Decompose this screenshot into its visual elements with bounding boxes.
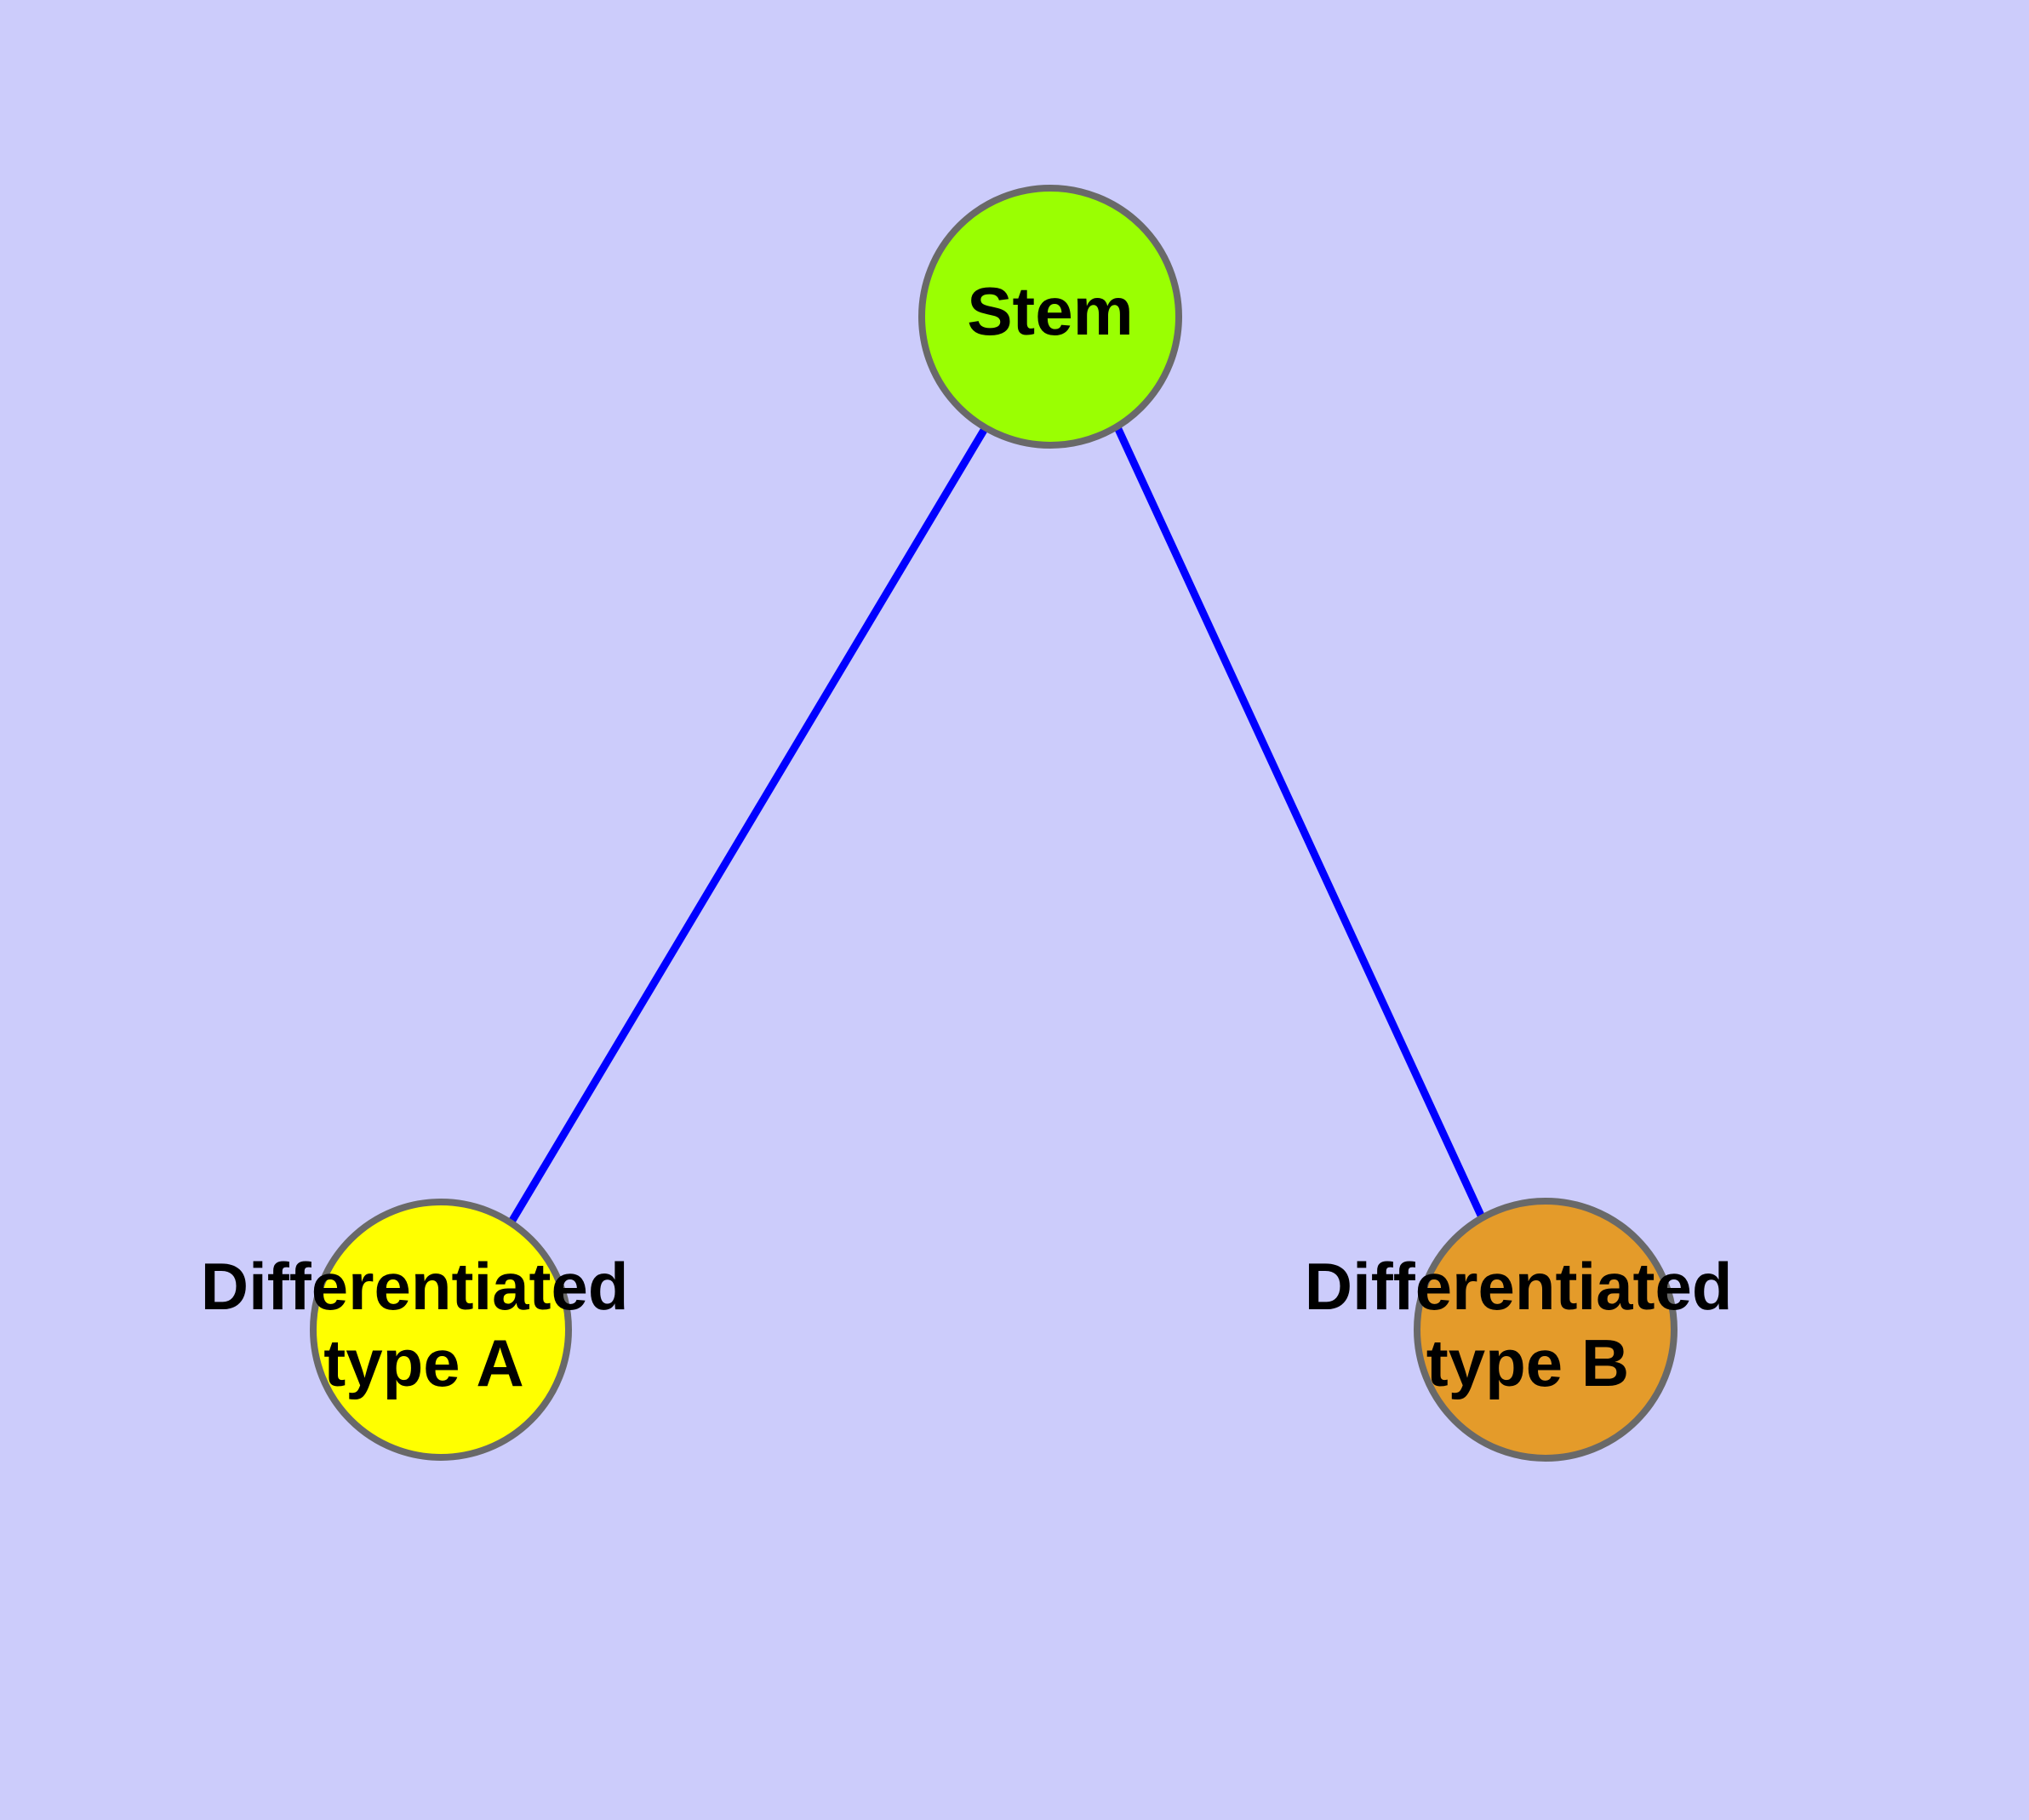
node-differentiated-type-a[interactable]: Differentiated type A bbox=[201, 1199, 647, 1461]
node-circle-differentiated-type-b[interactable] bbox=[1414, 1198, 1677, 1462]
edge-stem-to-differentiated-type-a[interactable] bbox=[507, 425, 989, 1226]
node-stem[interactable]: Stem bbox=[918, 185, 1182, 449]
edges-group bbox=[507, 425, 1487, 1226]
node-label-stem-line-1: Stem bbox=[967, 273, 1134, 349]
node-label-stem: Stem bbox=[967, 273, 1134, 349]
node-differentiated-type-b[interactable]: Differentiated type B bbox=[1305, 1198, 1751, 1462]
node-circle-stem[interactable] bbox=[918, 185, 1182, 449]
edge-stem-to-differentiated-type-b[interactable] bbox=[1113, 426, 1487, 1221]
node-label-differentiated-type-b-line-1: Differentiated bbox=[1305, 1248, 1733, 1323]
node-label-differentiated-type-a: Differentiated type A bbox=[201, 1248, 647, 1399]
node-label-differentiated-type-a-line-2: type A bbox=[323, 1325, 524, 1400]
node-label-differentiated-type-b: Differentiated type B bbox=[1305, 1248, 1751, 1399]
node-label-differentiated-type-a-line-1: Differentiated bbox=[201, 1248, 629, 1323]
node-label-differentiated-type-b-line-2: type B bbox=[1426, 1325, 1629, 1400]
node-circle-differentiated-type-a[interactable] bbox=[310, 1199, 572, 1461]
nodes-group: Stem Differentiated type A Differentiate… bbox=[201, 185, 1751, 1462]
